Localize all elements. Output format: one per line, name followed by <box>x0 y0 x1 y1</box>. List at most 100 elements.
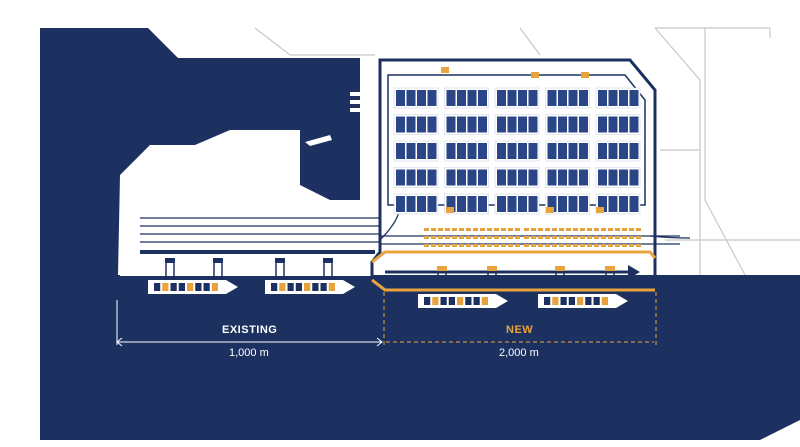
yard-stack <box>598 169 607 186</box>
crane-head <box>323 258 333 263</box>
stack-slot <box>480 236 485 239</box>
ship-container <box>162 283 169 291</box>
yard-stack <box>467 143 477 159</box>
ship-container <box>577 297 584 305</box>
stack-slot <box>501 228 506 231</box>
yard-stack <box>518 143 527 159</box>
stack-slot <box>587 228 592 231</box>
yard-stack <box>568 169 578 186</box>
ship-container <box>440 297 447 305</box>
stack-slot <box>480 228 485 231</box>
stack-slot <box>452 236 457 239</box>
crane-head <box>275 258 285 263</box>
stack-slot <box>538 244 543 247</box>
yard-stack <box>497 196 506 212</box>
stack-slot <box>531 236 536 239</box>
ship-container <box>271 283 278 291</box>
yard-stack <box>446 196 456 212</box>
new-stacking-rows <box>424 228 641 247</box>
stack-slot <box>566 228 571 231</box>
yard-stack <box>427 196 437 212</box>
stack-slot <box>629 228 634 231</box>
yard-stack <box>598 116 607 133</box>
yard-stack <box>446 116 456 133</box>
stack-slot <box>566 244 571 247</box>
yard-stack <box>427 90 437 106</box>
stack-slot <box>508 236 513 239</box>
yard-stack <box>579 169 588 186</box>
yard-stack <box>396 90 405 106</box>
yard-stack <box>528 196 538 212</box>
ship-container <box>544 297 551 305</box>
stack-slot <box>545 244 550 247</box>
dimension-existing <box>116 300 383 347</box>
stack-slot <box>622 244 627 247</box>
yard-stack <box>528 90 538 106</box>
new-label: NEW <box>506 324 534 336</box>
stack-slot <box>608 228 613 231</box>
stack-slot <box>601 244 606 247</box>
yard-stack <box>478 196 487 212</box>
yard-stack <box>457 116 466 133</box>
service-mark <box>581 72 589 78</box>
rail-curve <box>649 235 691 239</box>
yard-stack <box>629 116 639 133</box>
yard-stack <box>547 90 557 106</box>
yard-stack <box>497 90 506 106</box>
quay-cranes <box>165 258 615 286</box>
yard-stack <box>629 169 639 186</box>
stack-slot <box>552 236 557 239</box>
yard-stack <box>446 169 456 186</box>
yard-stack <box>558 169 567 186</box>
ship-container <box>304 283 311 291</box>
stack-slot <box>587 236 592 239</box>
yard-stack <box>568 116 578 133</box>
yard-stack <box>547 196 557 212</box>
container-yard <box>393 67 641 215</box>
stack-slot <box>622 236 627 239</box>
stack-slot <box>594 236 599 239</box>
yard-stack <box>497 116 506 133</box>
yard-stack <box>579 90 588 106</box>
ship-container <box>568 297 575 305</box>
yard-stack <box>507 169 517 186</box>
stack-slot <box>559 236 564 239</box>
stack-slot <box>573 236 578 239</box>
yard-stack <box>579 116 588 133</box>
new-quay-edge <box>371 250 657 264</box>
crane-head <box>487 266 497 271</box>
ship-container <box>424 297 431 305</box>
yard-stack <box>507 116 517 133</box>
stack-slot <box>459 244 464 247</box>
dimension-new <box>383 292 657 345</box>
ship-container <box>560 297 567 305</box>
ship-container <box>448 297 455 305</box>
ship-container <box>593 297 600 305</box>
stack-slot <box>494 228 499 231</box>
yard-stack <box>467 169 477 186</box>
yard-stack <box>558 196 567 212</box>
service-mark <box>596 207 604 213</box>
yard-stack <box>608 169 618 186</box>
stack-slot <box>438 228 443 231</box>
stack-slot <box>438 236 443 239</box>
yard-stack <box>619 90 628 106</box>
ship-container <box>178 283 185 291</box>
yard-stack <box>457 90 466 106</box>
stack-slot <box>452 244 457 247</box>
yard-stack <box>619 143 628 159</box>
stack-slot <box>615 244 620 247</box>
stack-slot <box>480 244 485 247</box>
stack-slot <box>515 228 520 231</box>
new-quay-front <box>371 278 655 292</box>
existing-distance: 1,000 m <box>229 347 269 359</box>
crane-head <box>605 266 615 271</box>
stack-slot <box>531 244 536 247</box>
stack-slot <box>545 228 550 231</box>
ship-container <box>328 283 335 291</box>
ship-container <box>552 297 559 305</box>
stack-slot <box>459 228 464 231</box>
yard-stack <box>427 116 437 133</box>
stack-slot <box>473 228 478 231</box>
stack-slot <box>445 236 450 239</box>
